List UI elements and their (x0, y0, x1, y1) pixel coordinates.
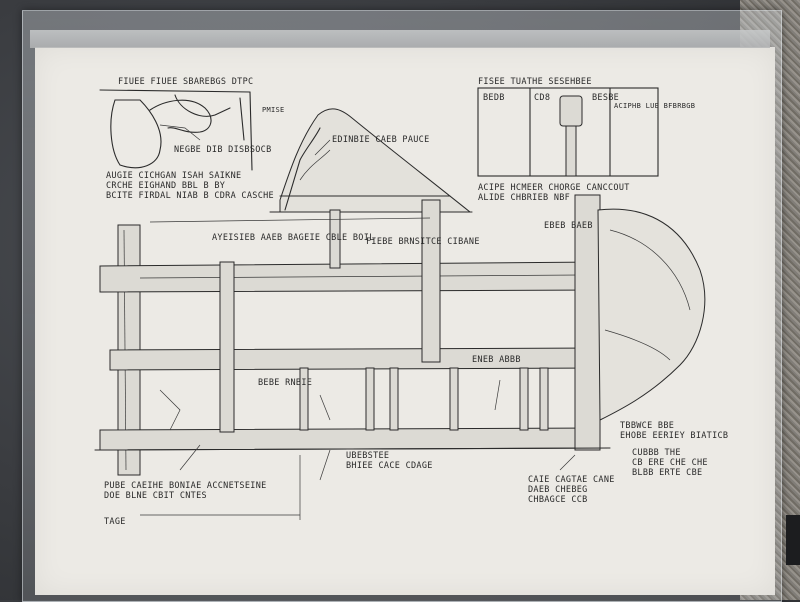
bottom-right-label-1a: TBBWCE BBE (620, 421, 674, 431)
top-left-note: NEGBE DIB DISBSOCB (174, 145, 272, 155)
bottom-right-center-2: DAEB CHEBEG (528, 485, 588, 495)
annotations: AYEISIEB AAEB BAGEIE CBLE BOIL FIEBE BRN… (104, 139, 728, 527)
beam-label-2: FIEBE BRNSITCE CIBANE (366, 237, 480, 247)
sleeve-top-edge (30, 30, 770, 48)
center-label: ENEB ABBB (472, 355, 521, 365)
top-left-block-1: AUGIE CICHGAN ISAH SAIKNE (106, 171, 241, 181)
bottom-left-label-2: DOE BLNE CBIT CNTES (104, 491, 207, 501)
bottom-right-label-2c: BLBB ERTE CBE (632, 468, 702, 478)
bottom-right-center-3: CHBAGCE CCB (528, 495, 588, 505)
top-left-title: FIUEE FIUEE SBAREBGS DTPC (118, 77, 253, 87)
svg-text:PMISE: PMISE (262, 106, 285, 114)
main-structure (94, 194, 706, 520)
bottom-right-label-2b: CB ERE CHE CHE (632, 458, 708, 468)
bottom-right-center-1: CAIE CAGTAE CANE (528, 475, 615, 485)
top-right-detail: FISEE TUATHE SESEHBEE BEDB CD8 BESBE ACI… (477, 77, 695, 203)
top-right-small-2: CD8 (534, 93, 550, 103)
top-left-detail: FIUEE FIUEE SBAREBGS DTPC NEGBE DIB DISB… (99, 77, 285, 201)
bottom-center-label-2: BHIEE CACE CDAGE (346, 461, 433, 471)
roof-label: EDINBIE CAEB PAUCE (332, 135, 430, 145)
top-right-block-1: ACIPE HCMEER CHORGE CANCCOUT (478, 183, 630, 193)
left-mid-label: BEBE RNBIE (258, 378, 312, 388)
top-right-small-3: BESBE (592, 93, 619, 103)
bottom-right-label-2a: CUBBB THE (632, 448, 681, 458)
bottom-left-label-1: PUBE CAEIHE BONIAE ACCNETSEINE (104, 481, 267, 491)
top-right-block-2: ALIDE CHBRIEB NBF (478, 193, 570, 203)
top-left-block-2: CRCHE EIGHAND BBL B BY (106, 181, 225, 191)
top-right-small-4: ACIPHB LUE BFBRBGB (614, 102, 695, 110)
bottom-left-corner: TAGE (104, 517, 126, 527)
top-right-title: FISEE TUATHE SESEHBEE (478, 77, 592, 87)
beam-label-1: AYEISIEB AAEB BAGEIE CBLE BOIL (212, 233, 375, 243)
top-right-small-1: BEDB (483, 93, 505, 103)
roof-sketch: EDINBIE CAEB PAUCE (269, 108, 473, 213)
right-tower-label: EBEB BAEB (544, 221, 593, 231)
bottom-right-label-1b: EHOBE EERIEY BIATICB (620, 431, 728, 441)
top-left-block-3: BCITE FIRDAL NIAB B CDRA CASCHE (106, 191, 274, 201)
binder-clip (786, 515, 800, 565)
bottom-center-label-1: UBEBSTEE (346, 451, 389, 461)
